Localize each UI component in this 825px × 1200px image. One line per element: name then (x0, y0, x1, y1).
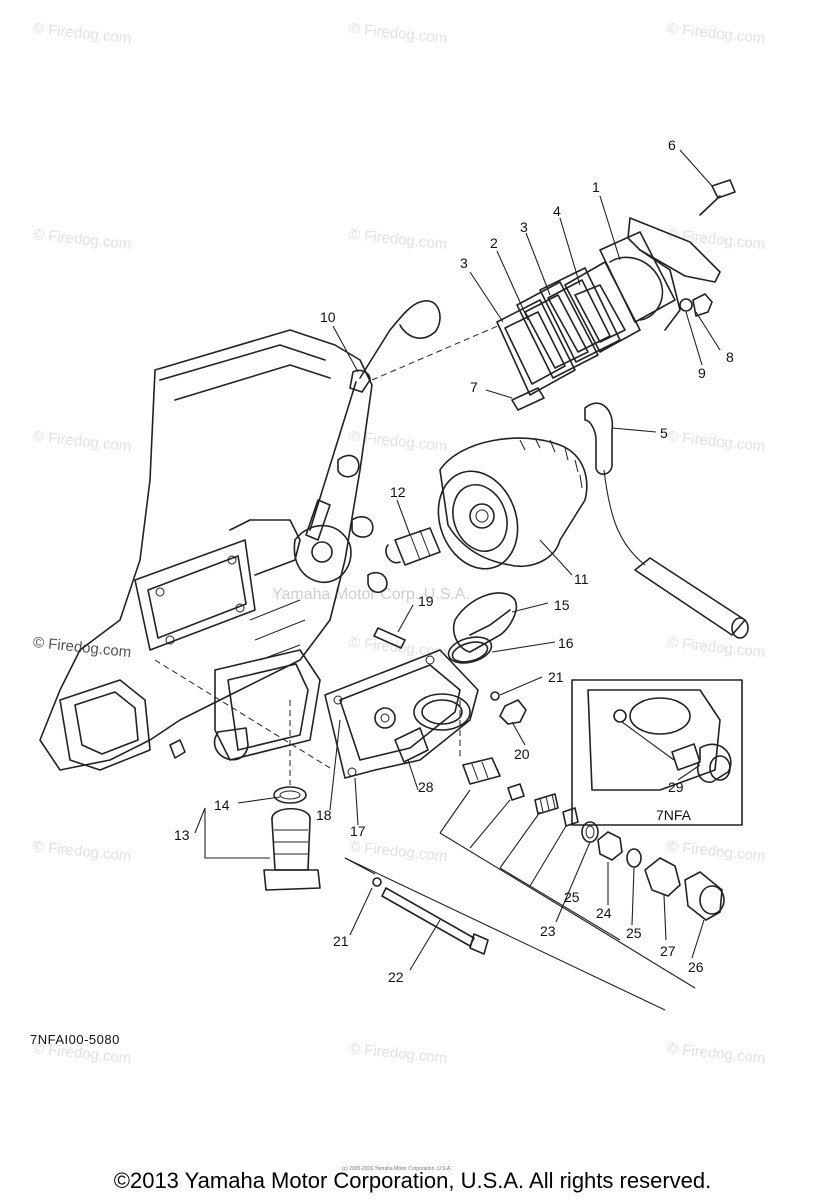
callout-29: 29 (668, 779, 684, 795)
dipstick-part-10 (305, 299, 441, 541)
hose-part-5 (584, 402, 749, 639)
callout-labels: 1 2 3 3 4 5 6 7 8 9 10 11 12 13 14 15 16… (174, 137, 734, 985)
callout-13: 13 (174, 827, 190, 843)
callout-24: 24 (596, 905, 612, 921)
oil-filter-part-11 (437, 437, 588, 570)
callout-25: 25 (626, 925, 642, 941)
callout-25: 25 (564, 889, 580, 905)
callout-5: 5 (660, 425, 668, 441)
callout-6: 6 (668, 137, 676, 153)
callout-2: 2 (490, 235, 498, 251)
callout-21: 21 (548, 669, 564, 685)
inset-frame (571, 679, 743, 826)
callout-9: 9 (698, 365, 706, 381)
callout-17: 17 (350, 823, 366, 839)
callout-7: 7 (470, 379, 478, 395)
tiny-credit: (c) 2005-2016 Yamaha Motor Corporation, … (342, 1166, 452, 1172)
callout-11: 11 (574, 571, 589, 587)
copyright-notice: ©2013 Yamaha Motor Corporation, U.S.A. A… (113, 1168, 712, 1193)
relief-valve-assembly (462, 757, 725, 921)
stud-part-19 (373, 627, 406, 649)
callout-15: 15 (554, 597, 570, 613)
union-fitting-part-12 (385, 527, 441, 566)
assembly-lines (154, 324, 501, 785)
callout-19: 19 (418, 593, 434, 609)
washer-part-21 (490, 691, 500, 701)
oil-filler-cap-part-15 (447, 592, 518, 664)
callout-16: 16 (558, 635, 574, 651)
callout-22: 22 (388, 969, 404, 985)
callout-28: 28 (418, 779, 434, 795)
callout-8: 8 (726, 349, 734, 365)
callout-21: 21 (333, 933, 349, 949)
callout-23: 23 (540, 923, 556, 939)
drain-union-part-13 (263, 786, 321, 891)
engine-block (39, 329, 388, 771)
callout-3: 3 (460, 255, 468, 271)
callout-12: 12 (390, 484, 406, 500)
center-watermark: Yamaha Motor Corp. U.S.A. (272, 586, 470, 603)
callout-26: 26 (688, 959, 704, 975)
leader-lines (194, 149, 721, 1011)
callout-27: 27 (660, 943, 676, 959)
callout-1: 1 (592, 179, 600, 195)
callout-18: 18 (316, 807, 332, 823)
callout-10: 10 (320, 309, 336, 325)
nut-part-20 (499, 699, 527, 725)
bolt-part-22 (372, 877, 489, 955)
callout-4: 4 (553, 203, 561, 219)
callout-3: 3 (520, 219, 528, 235)
inset-label: 7NFA (656, 807, 692, 823)
callout-20: 20 (514, 746, 530, 762)
diagram-code: 7NFAI00-5080 (30, 1032, 120, 1047)
oil-filter-mount-plate (324, 649, 479, 779)
inset-7nfa (571, 679, 743, 826)
thermostat-housing-group (496, 179, 736, 411)
callout-14: 14 (214, 797, 230, 813)
